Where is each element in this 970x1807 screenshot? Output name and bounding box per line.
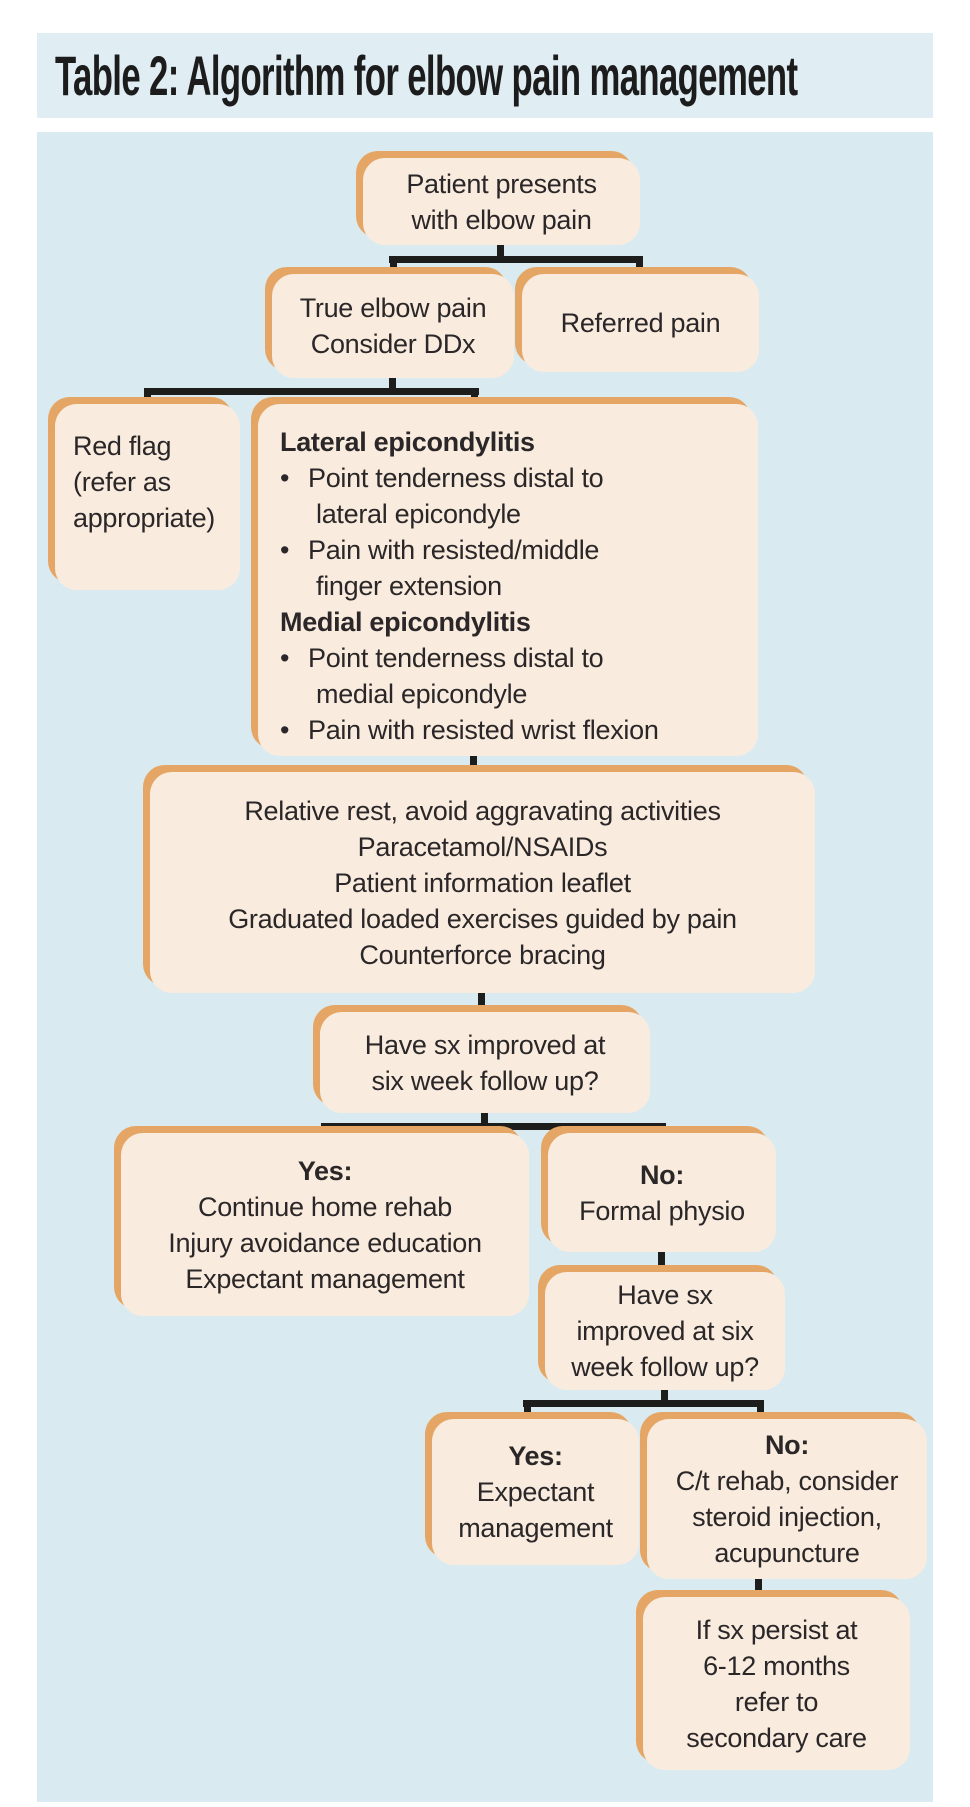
flow-line: No: xyxy=(764,1430,810,1460)
flow-line: Consider DDx xyxy=(310,329,476,359)
node-red-flag: Red flag (refer as appropriate) xyxy=(55,404,240,590)
flow-line: medial epicondyle xyxy=(316,679,528,709)
flow-line: Lateral epicondylitis xyxy=(280,427,535,457)
flow-line: Counterforce bracing xyxy=(359,939,606,970)
connector-segment xyxy=(144,388,479,395)
flow-line: • Pain with resisted/middle xyxy=(280,532,748,568)
flow-line: Formal physio xyxy=(579,1195,745,1226)
node-yes-expectant-management: Yes: Expectant management xyxy=(432,1419,639,1565)
flow-line: Patient information leaflet xyxy=(334,867,631,898)
flow-line: • Point tenderness distal to xyxy=(280,640,748,676)
flow-line: Expectant xyxy=(476,1477,595,1507)
flow-line: week follow up? xyxy=(571,1352,759,1382)
connector-segment xyxy=(481,1110,488,1128)
flow-line: • Point tenderness distal to xyxy=(280,460,748,496)
flow-line: secondary care xyxy=(686,1722,867,1753)
flow-line: refer to xyxy=(734,1686,819,1717)
flow-line: lateral epicondyle xyxy=(316,499,521,529)
flow-line: Medial epicondylitis xyxy=(280,607,531,637)
node-no-continue-rehab-injection: No: C/t rehab, consider steroid injection,… xyxy=(647,1419,927,1579)
connector-segment xyxy=(471,388,478,408)
node-six-week-review-1: Have sx improved at six week follow up? xyxy=(320,1012,650,1113)
connector-segment xyxy=(321,1123,328,1137)
flow-line: No: xyxy=(639,1159,685,1190)
flow-line: True elbow pain xyxy=(299,293,487,323)
flow-line-text: Pain with resisted wrist flexion xyxy=(308,715,659,745)
node-no-formal-physio: No: Formal physio xyxy=(548,1133,776,1252)
flow-line: Injury avoidance education xyxy=(168,1227,482,1258)
node-epicondylitis-findings: Lateral epicondylitis • Point tenderness d… xyxy=(258,404,758,756)
connector-segment xyxy=(321,1123,666,1130)
flow-line: (refer as xyxy=(73,467,171,497)
flow-line: appropriate) xyxy=(73,503,215,533)
connector-segment xyxy=(497,245,504,263)
flow-line: Have sx improved at xyxy=(364,1029,606,1060)
flow-line: If sx persist at xyxy=(695,1614,858,1645)
connector-segment xyxy=(389,376,396,394)
flow-line: Red flag xyxy=(73,431,172,461)
flow-line-text: Point tenderness distal to xyxy=(308,463,604,493)
flow-line: 6-12 months xyxy=(703,1650,850,1681)
flow-line: management xyxy=(458,1513,613,1543)
connector-segment xyxy=(390,256,397,278)
flow-line: Relative rest, avoid aggravating activit… xyxy=(244,795,721,826)
connector-segment xyxy=(658,1250,665,1276)
connector-segment xyxy=(478,989,485,1016)
connector-segment xyxy=(755,1577,762,1600)
flow-line: Yes: xyxy=(508,1441,563,1471)
flow-line: Patient presents xyxy=(406,168,597,199)
flow-line: C/t rehab, consider xyxy=(675,1466,899,1496)
connector-segment xyxy=(636,256,643,278)
connector-segment xyxy=(389,256,643,263)
connector-segment xyxy=(661,1387,668,1404)
node-refer-secondary-care: If sx persist at 6-12 months refer to secon… xyxy=(643,1597,910,1770)
flow-line: steroid injection, xyxy=(692,1502,882,1532)
bullet-icon: • xyxy=(280,463,290,493)
flow-line-text: Point tenderness distal to xyxy=(308,643,604,673)
node-six-week-review-2: Have sx improved at six week follow up? xyxy=(545,1272,785,1390)
node-referred-pain: Referred pain xyxy=(522,274,759,372)
connector-segment xyxy=(524,1400,531,1421)
connector-segment xyxy=(658,1123,665,1137)
bullet-icon: • xyxy=(280,643,290,673)
connector-segment xyxy=(757,1400,764,1421)
flow-line: Yes: xyxy=(297,1155,353,1186)
flow-line: acupuncture xyxy=(714,1538,860,1568)
bullet-icon: • xyxy=(280,535,290,565)
table-title: Table 2: Algorithm for elbow pain manage… xyxy=(55,44,798,107)
connector-segment xyxy=(523,1400,764,1407)
flow-line: Paracetamol/NSAIDs xyxy=(357,831,608,862)
flow-line: Referred pain xyxy=(560,308,721,338)
table-title-band: Table 2: Algorithm for elbow pain manage… xyxy=(37,33,933,118)
flow-line: Continue home rehab xyxy=(198,1191,452,1222)
flow-line: • Pain with resisted wrist flexion xyxy=(280,712,748,748)
bullet-icon: • xyxy=(280,715,290,745)
flow-line: with elbow pain xyxy=(411,204,592,235)
flow-line: Graduated loaded exercises guided by pai… xyxy=(228,903,737,934)
connector-segment xyxy=(470,752,477,776)
flow-line: six week follow up? xyxy=(371,1065,599,1096)
flow-line: finger extension xyxy=(316,571,502,601)
flow-line: Have sx xyxy=(617,1280,713,1310)
connector-segment xyxy=(144,388,151,408)
node-conservative-management: Relative rest, avoid aggravating activit… xyxy=(150,772,815,993)
flow-line: Expectant management xyxy=(185,1263,465,1294)
flow-line: improved at six xyxy=(576,1316,754,1346)
flow-line-text: Pain with resisted/middle xyxy=(308,535,600,565)
node-patient-presents: Patient presents with elbow pain xyxy=(363,158,640,245)
